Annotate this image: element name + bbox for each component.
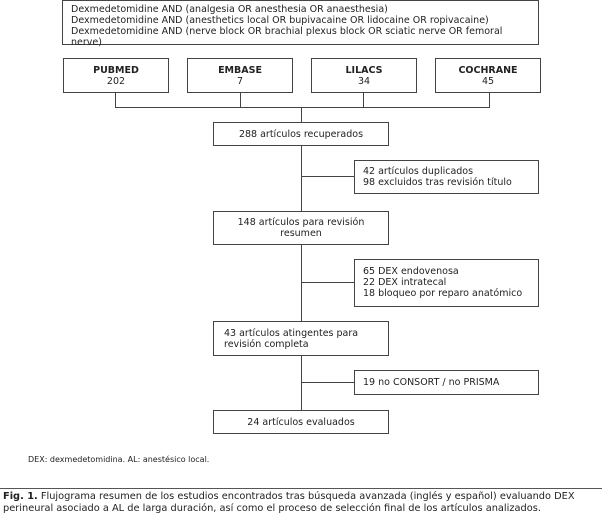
caption-label: Fig. 1.: [3, 491, 38, 502]
exclusion-box-3: 19 no CONSORT / no PRISMA: [354, 370, 539, 395]
exclusion-item: 22 DEX intratecal: [363, 277, 447, 288]
database-count: 7: [236, 75, 244, 87]
exclusion-item: 18 bloqueo por reparo anatómico: [363, 288, 523, 299]
database-name: COCHRANE: [458, 64, 518, 76]
footnote: DEX: dexmedetomidina. AL: anestésico loc…: [28, 455, 210, 464]
database-count: 45: [481, 75, 495, 87]
step-text: 24 artículos evaluados: [247, 416, 355, 428]
step-text: 288 artículos recuperados: [238, 128, 364, 140]
database-count: 202: [106, 75, 126, 87]
search-query-box: Dexmedetomidine AND (analgesia OR anesth…: [62, 0, 539, 48]
divider: [0, 488, 602, 489]
database-name: PUBMED: [93, 64, 139, 76]
exclusion-item: 65 DEX endovenosa: [363, 266, 459, 277]
query-line: Dexmedetomidine AND (anesthetics local O…: [71, 15, 489, 26]
exclusion-item: 42 artículos duplicados: [363, 166, 474, 177]
step-text: 43 artículos atingentes para revisión co…: [224, 327, 359, 350]
step-text: 148 artículos para revisión resumen: [237, 217, 365, 239]
exclusion-item: 98 excluidos tras revisión título: [363, 177, 512, 188]
step-evaluated: 24 artículos evaluados: [213, 410, 389, 434]
database-count: 34: [357, 75, 371, 87]
query-line: Dexmedetomidine AND (analgesia OR anesth…: [71, 4, 388, 15]
figure-caption: Fig. 1. Flujograma resumen de los estudi…: [3, 491, 599, 515]
step-abstract-review: 148 artículos para revisión resumen: [213, 211, 389, 245]
step-full-review: 43 artículos atingentes para revisión co…: [213, 321, 389, 356]
step-retrieved: 288 artículos recuperados: [213, 122, 389, 146]
query-line: Dexmedetomidine AND (nerve block OR brac…: [71, 26, 503, 48]
database-name: EMBASE: [218, 64, 262, 76]
exclusion-item: 19 no CONSORT / no PRISMA: [363, 377, 500, 388]
caption-text: Flujograma resumen de los estudios encon…: [3, 491, 575, 514]
database-name: LILACS: [345, 64, 383, 76]
